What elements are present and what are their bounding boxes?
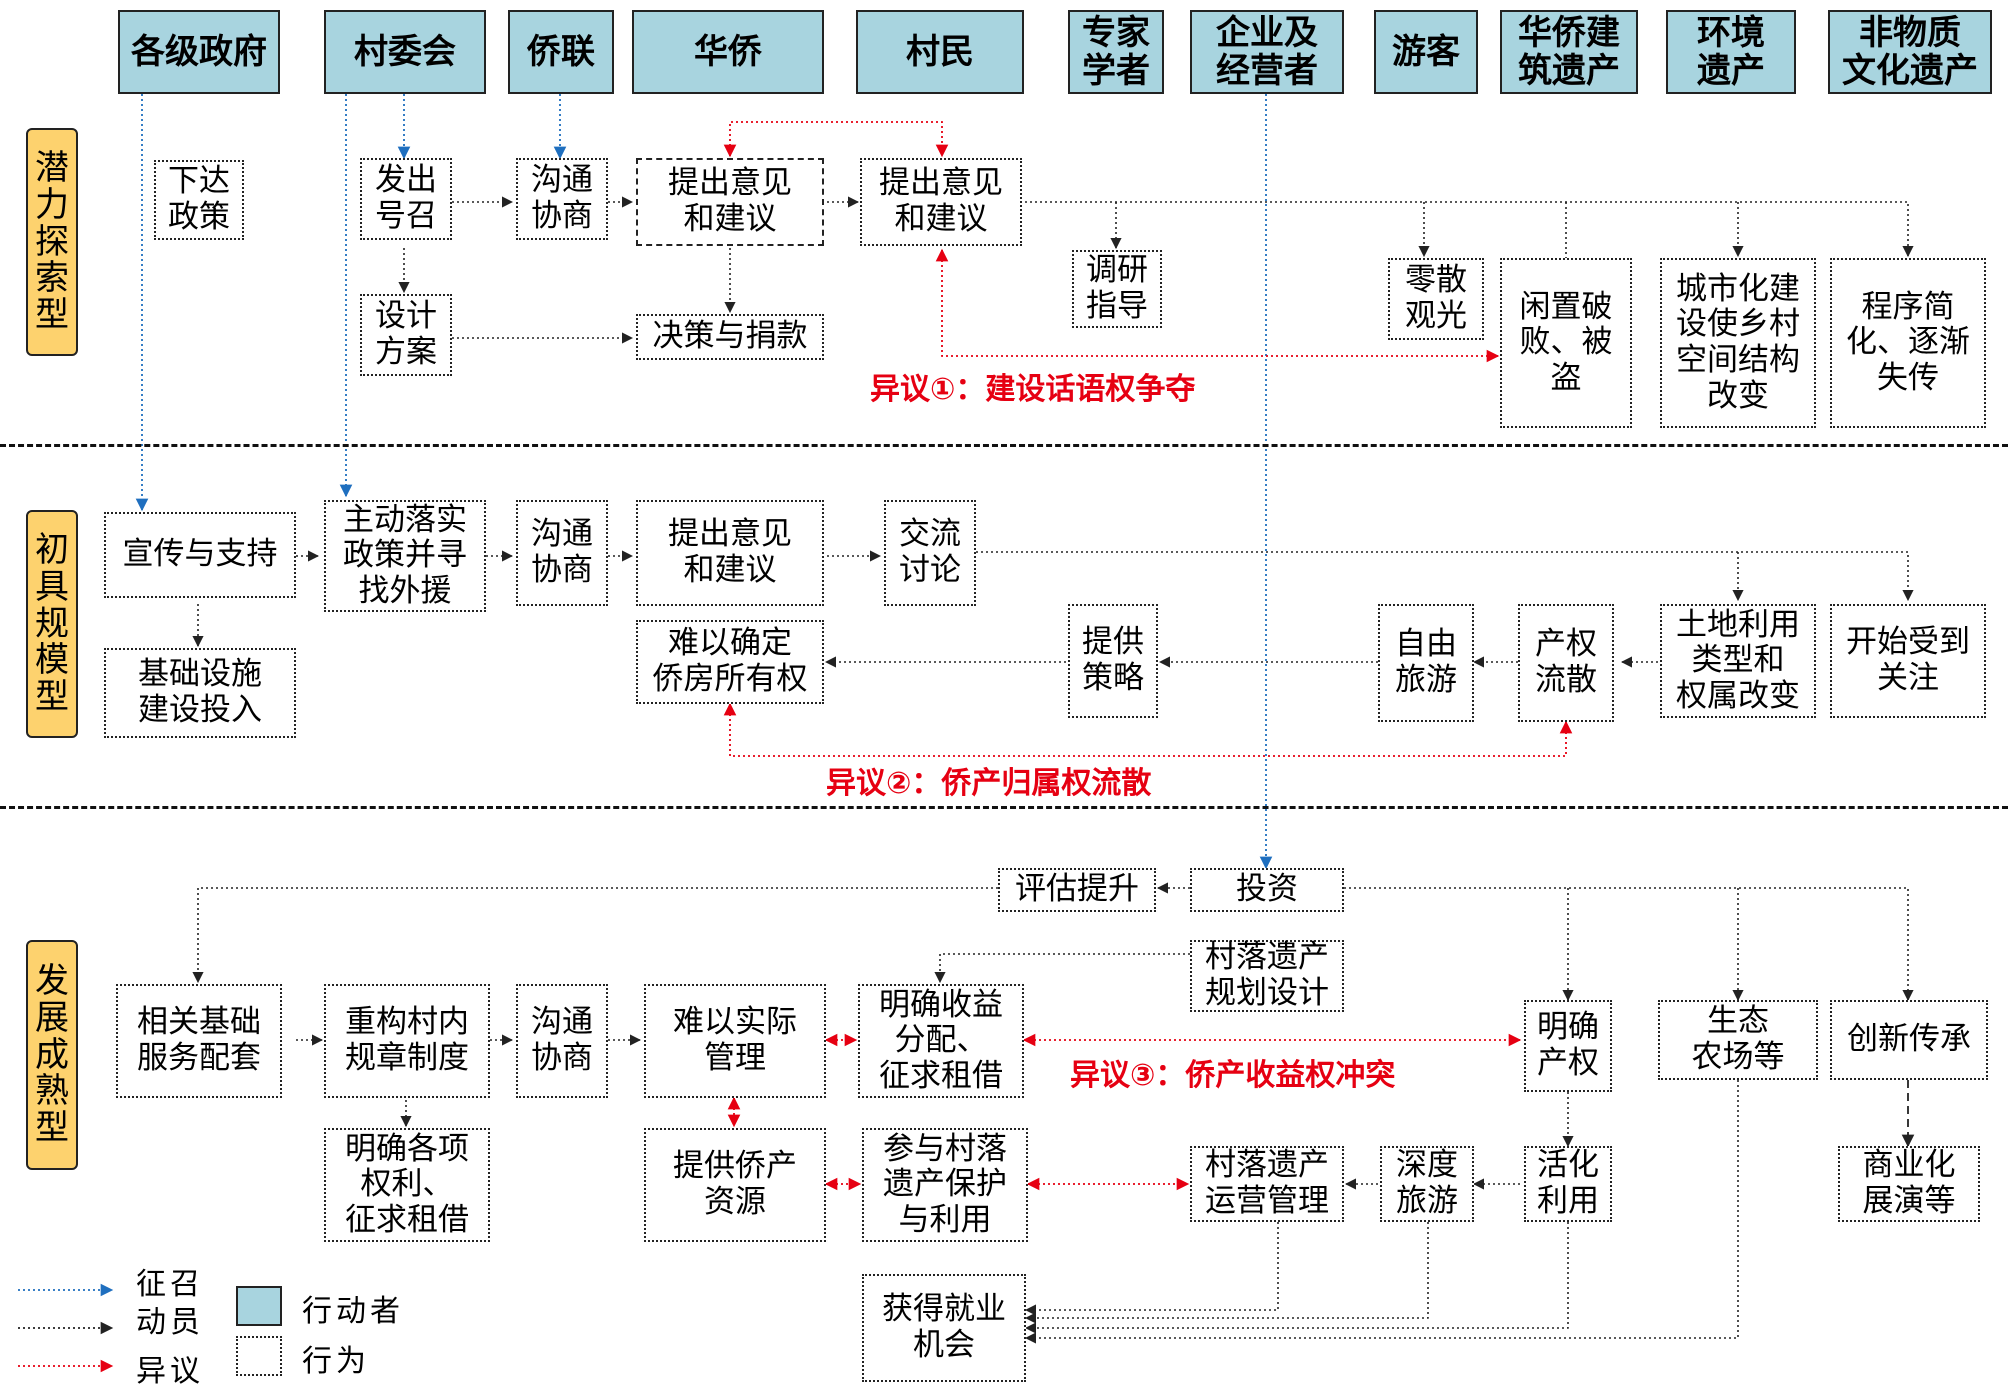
node-consult-2: 沟通 协商 <box>516 500 608 606</box>
stage-potential-exploration: 潜 力 探 索 型 <box>26 128 78 356</box>
legend-action-label: 行为 <box>302 1344 370 1379</box>
node-investment: 投资 <box>1190 868 1344 912</box>
actor-overseas-federation: 侨联 <box>508 10 614 94</box>
legend-actor-label: 行动者 <box>302 1294 404 1329</box>
node-infrastructure-investment: 基础设施 建设投入 <box>104 648 296 738</box>
actor-experts: 专家 学者 <box>1068 10 1164 94</box>
node-heritage-planning: 村落遗产 规划设计 <box>1190 940 1344 1012</box>
node-property-dispersal: 产权 流散 <box>1518 604 1614 722</box>
node-employment: 获得就业 机会 <box>862 1274 1026 1382</box>
legend-actor-swatch <box>236 1286 282 1326</box>
node-clarify-income: 明确收益 分配、 征求租借 <box>858 984 1024 1098</box>
node-free-tourism: 自由 旅游 <box>1378 604 1474 722</box>
node-participate-protection: 参与村落 遗产保护 与利用 <box>862 1128 1028 1242</box>
node-deep-tourism: 深度 旅游 <box>1380 1146 1474 1222</box>
node-clarify-rights: 明确各项 权利、 征求租借 <box>324 1128 490 1242</box>
dispute-label-3: 异议③：侨产收益权冲突 <box>1070 1058 1396 1093</box>
node-land-use-change: 土地利用 类型和 权属改变 <box>1660 604 1816 718</box>
actor-villagers: 村民 <box>856 10 1024 94</box>
node-consult-1: 沟通 协商 <box>516 158 608 240</box>
node-procedure-simplified: 程序简 化、逐渐 失传 <box>1830 258 1986 428</box>
actor-government: 各级政府 <box>118 10 280 94</box>
node-clarify-property: 明确 产权 <box>1524 1000 1612 1092</box>
node-provide-property: 提供侨产 资源 <box>644 1128 826 1242</box>
node-consult-3: 沟通 协商 <box>516 984 608 1098</box>
node-promote-support: 宣传与支持 <box>104 512 296 598</box>
node-propose-2: 提出意见 和建议 <box>860 158 1022 246</box>
node-call-out: 发出 号召 <box>360 158 452 240</box>
node-design-plan: 设计 方案 <box>360 294 452 376</box>
node-innovative-inheritance: 创新传承 <box>1830 1000 1988 1080</box>
node-scattered-sightseeing: 零散 观光 <box>1388 258 1484 340</box>
legend-mobilize-label: 征召 动员 <box>136 1267 204 1340</box>
legend-dispute-label: 异议 <box>136 1354 204 1389</box>
node-ownership-unclear: 难以确定 侨房所有权 <box>636 620 824 704</box>
node-research-guidance: 调研 指导 <box>1072 250 1162 328</box>
node-eco-farm: 生态 农场等 <box>1658 1000 1818 1080</box>
node-gain-attention: 开始受到 关注 <box>1830 604 1986 718</box>
actor-intangible-heritage: 非物质 文化遗产 <box>1828 10 1992 94</box>
actor-overseas-chinese: 华侨 <box>632 10 824 94</box>
node-commercial-performance: 商业化 展演等 <box>1838 1146 1980 1222</box>
node-evaluate-upgrade: 评估提升 <box>998 868 1156 912</box>
node-urbanization-change: 城市化建 设使乡村 空间结构 改变 <box>1660 258 1816 428</box>
node-idle-damaged: 闲置破 败、被 盗 <box>1500 258 1632 428</box>
node-propose-3: 提出意见 和建议 <box>636 500 824 606</box>
actor-environment-heritage: 环境 遗产 <box>1666 10 1796 94</box>
actor-enterprises: 企业及 经营者 <box>1190 10 1344 94</box>
node-propose-1: 提出意见 和建议 <box>636 158 824 246</box>
dispute-label-2: 异议②：侨产归属权流散 <box>826 766 1152 801</box>
node-decision-donation: 决策与捐款 <box>636 314 824 360</box>
dispute-label-1: 异议①：建设话语权争夺 <box>870 372 1196 407</box>
node-hard-to-manage: 难以实际 管理 <box>644 984 826 1098</box>
node-implement-policy: 主动落实 政策并寻 找外援 <box>324 500 486 612</box>
node-issue-policy: 下达 政策 <box>154 160 244 240</box>
node-related-services: 相关基础 服务配套 <box>116 984 282 1098</box>
actor-village-committee: 村委会 <box>324 10 486 94</box>
actor-building-heritage: 华侨建 筑遗产 <box>1500 10 1638 94</box>
node-provide-strategy: 提供 策略 <box>1068 604 1158 718</box>
node-exchange-discuss: 交流 讨论 <box>884 500 976 606</box>
stage-separator-1 <box>0 444 2008 447</box>
legend-action-swatch <box>236 1336 282 1376</box>
node-revitalize-use: 活化 利用 <box>1524 1146 1612 1222</box>
node-heritage-operation: 村落遗产 运营管理 <box>1190 1146 1344 1222</box>
stage-initial-scale: 初 具 规 模 型 <box>26 510 78 738</box>
actor-tourists: 游客 <box>1374 10 1478 94</box>
node-rebuild-rules: 重构村内 规章制度 <box>324 984 490 1098</box>
stage-mature-development: 发 展 成 熟 型 <box>26 940 78 1170</box>
stage-separator-2 <box>0 806 2008 809</box>
